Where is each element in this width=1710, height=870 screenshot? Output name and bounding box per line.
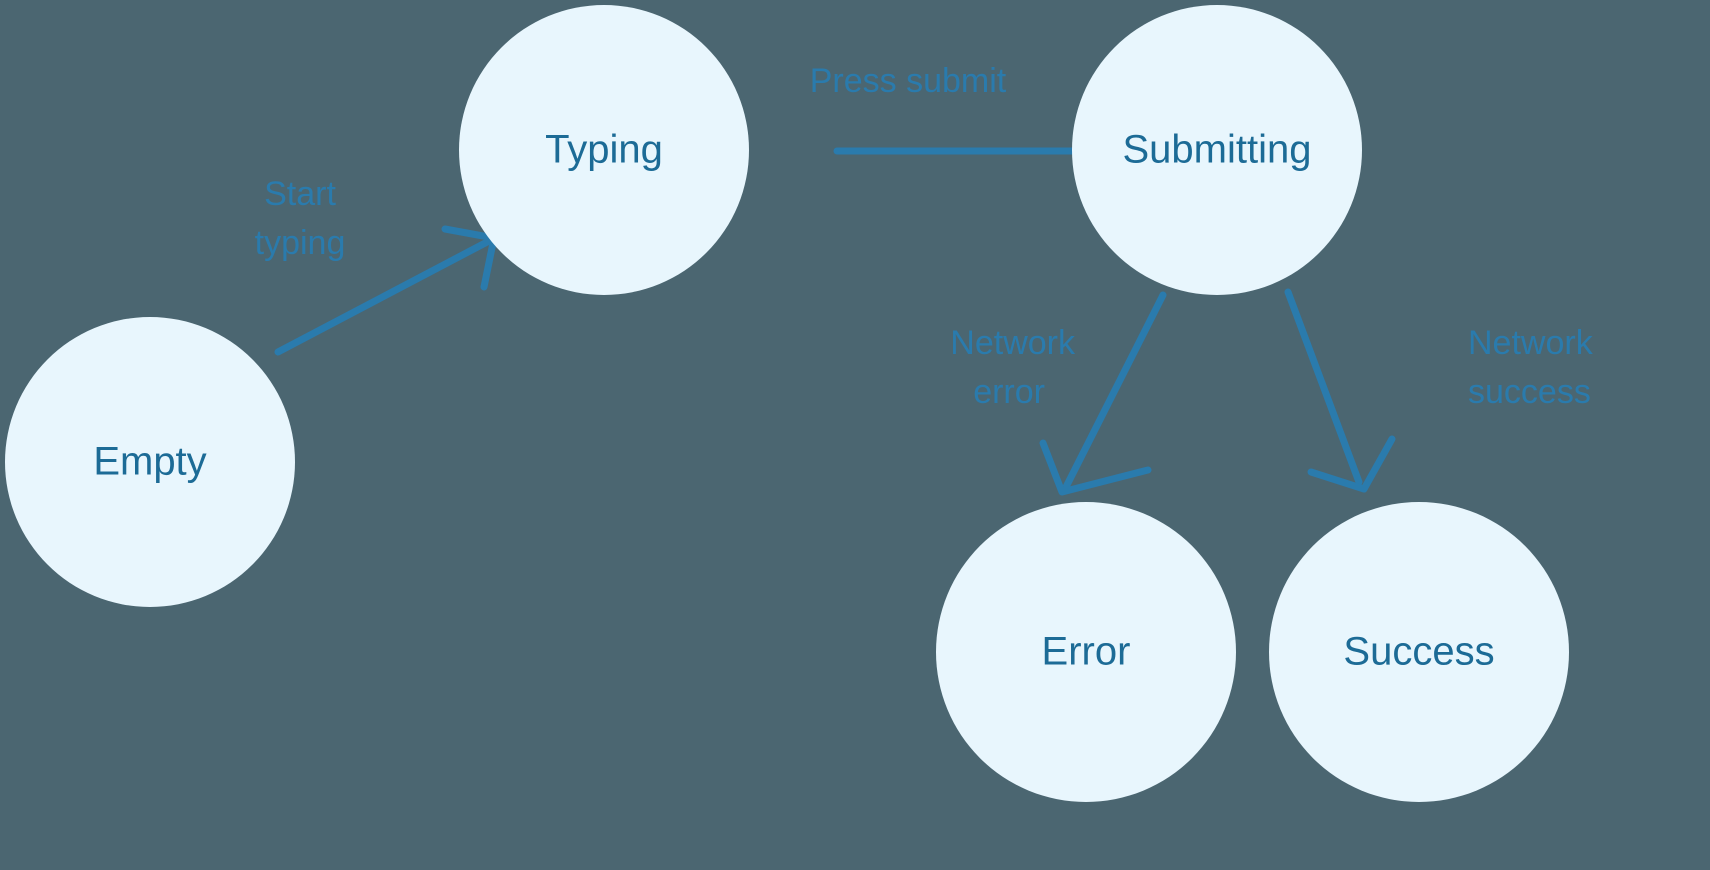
edge-line-submitting-to-success: [1284, 288, 1363, 486]
edge-label-submitting-to-error-line-1: Network: [950, 324, 1076, 362]
state-node-submitting[interactable]: Submitting: [1072, 5, 1362, 295]
state-node-empty-circle[interactable]: [5, 317, 295, 607]
state-node-success-circle[interactable]: [1269, 502, 1569, 802]
edge-label-submitting-to-success-line-2: success: [1468, 373, 1591, 411]
edge-label-submitting-to-error: Network error: [950, 324, 1076, 411]
state-node-typing-circle[interactable]: [459, 5, 749, 295]
state-node-typing-label: Typing: [545, 128, 663, 172]
edge-label-typing-to-submitting: Press submit: [810, 62, 1007, 100]
state-node-success[interactable]: Success: [1269, 502, 1569, 802]
edge-label-typing-to-submitting-line-1: Press submit: [810, 62, 1007, 100]
edge-label-empty-to-typing-line-1: Start: [264, 175, 336, 213]
arrowhead-submitting-to-success: [1307, 435, 1396, 493]
edge-line-submitting-to-error: [1062, 291, 1167, 491]
arrowhead-submitting-to-error: [1039, 439, 1152, 496]
edge-label-empty-to-typing: Start typing: [255, 175, 346, 262]
state-node-empty[interactable]: Empty: [5, 317, 295, 607]
edge-label-submitting-to-error-line-2: error: [973, 373, 1045, 411]
edge-line-empty-to-typing: [274, 237, 493, 356]
state-node-empty-label: Empty: [93, 440, 206, 484]
edge-label-empty-to-typing-line-2: typing: [255, 224, 346, 262]
state-node-error-circle[interactable]: [936, 502, 1236, 802]
edge-label-submitting-to-success: Network success: [1468, 324, 1594, 411]
edge-submitting-to-error: [1039, 291, 1167, 496]
edge-label-submitting-to-success-line-1: Network: [1468, 324, 1594, 362]
state-node-submitting-circle[interactable]: [1072, 5, 1362, 295]
state-node-typing[interactable]: Typing: [459, 5, 749, 295]
state-node-submitting-label: Submitting: [1123, 128, 1312, 172]
edge-submitting-to-success: [1284, 288, 1396, 493]
state-node-error-label: Error: [1042, 630, 1131, 674]
state-node-success-label: Success: [1343, 630, 1494, 674]
state-node-error[interactable]: Error: [936, 502, 1236, 802]
